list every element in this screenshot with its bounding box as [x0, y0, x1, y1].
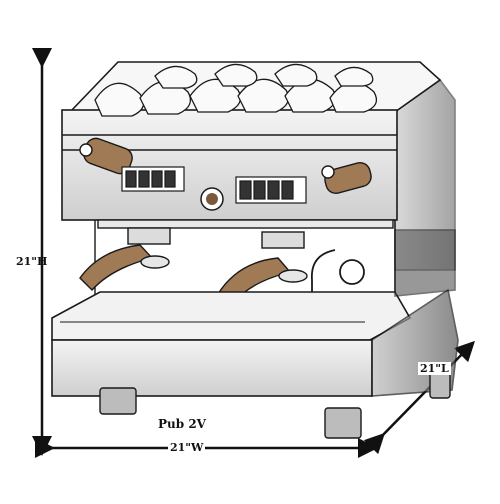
- left-steam-knob: [79, 137, 133, 175]
- left-control-keypad-icon: [121, 166, 185, 192]
- left-portafilter-icon: [79, 227, 171, 292]
- length-label: 21"L: [418, 362, 451, 375]
- cup-tray-icon: [94, 63, 378, 117]
- lower-base: [51, 229, 459, 397]
- logo-badge-icon: [200, 187, 224, 211]
- width-label: 21"W: [168, 441, 206, 454]
- model-name: Pub 2V: [158, 417, 206, 431]
- drip-tray: [51, 291, 412, 341]
- height-label: 21"H: [16, 255, 48, 268]
- steam-wand-icon: [311, 249, 365, 322]
- right-control-keypad-icon: [235, 176, 307, 204]
- machine-feet: [99, 369, 451, 439]
- right-steam-knob: [321, 162, 372, 194]
